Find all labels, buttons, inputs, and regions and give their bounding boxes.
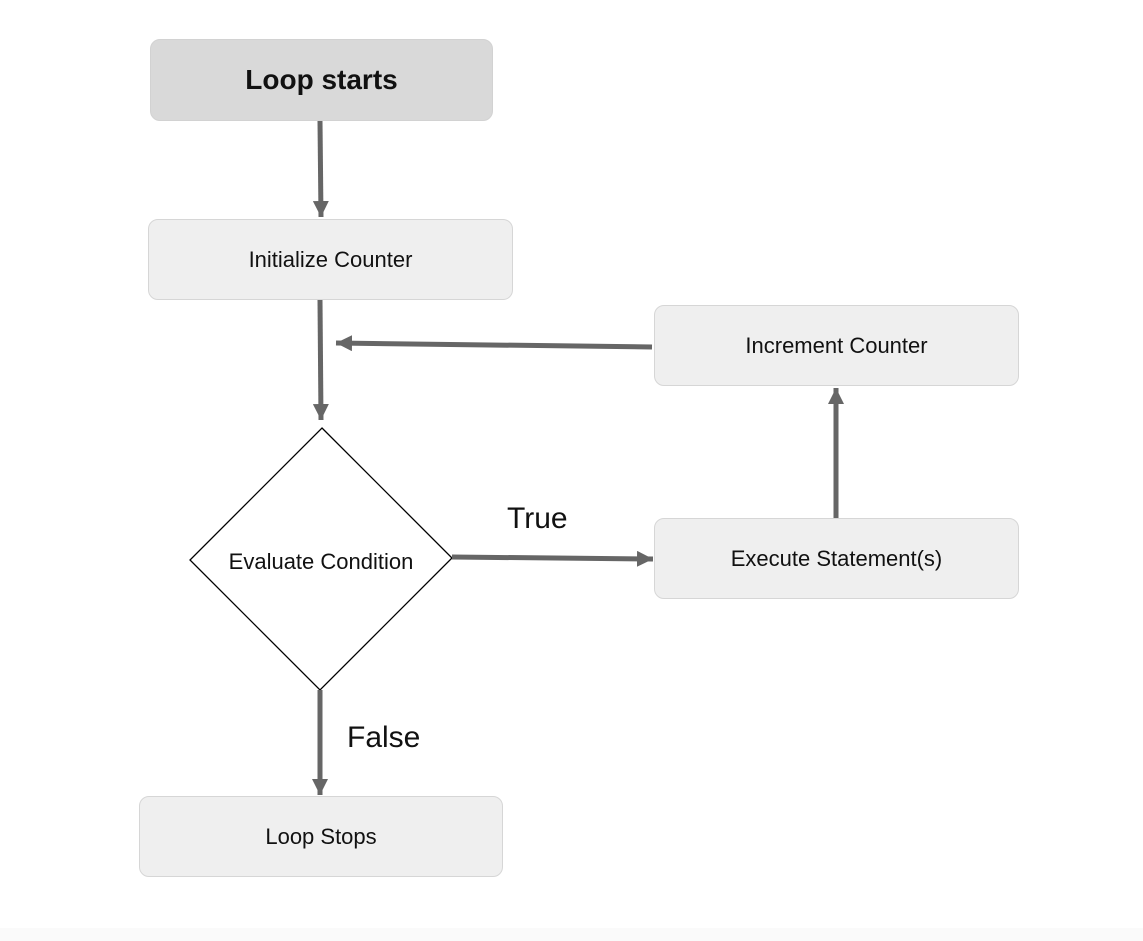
decision-label-text: Evaluate Condition — [228, 549, 414, 574]
node-loop-starts-label: Loop starts — [245, 64, 398, 95]
bottom-strip — [0, 928, 1143, 941]
arrow-start-to-initialize — [312, 120, 329, 218]
node-initialize-counter-label: Initialize Counter — [248, 246, 413, 272]
arrow-initialize-to-decision — [312, 299, 329, 421]
node-loop-stops-label: Loop Stops — [265, 823, 377, 849]
node-loop-starts: Loop starts — [150, 39, 493, 121]
node-loop-stops: Loop Stops — [139, 796, 503, 877]
arrow-decision-to-execute — [451, 550, 654, 567]
node-initialize-counter: Initialize Counter — [148, 219, 513, 300]
edge-label-true: True — [507, 502, 568, 535]
node-increment-counter-label: Increment Counter — [745, 332, 928, 358]
node-execute-statements: Execute Statement(s) — [654, 518, 1019, 599]
edge-label-false: False — [347, 721, 421, 754]
arrow-increment-to-loop — [335, 335, 653, 352]
node-increment-counter: Increment Counter — [654, 305, 1019, 386]
decision-label: Evaluate Condition — [190, 545, 452, 579]
node-execute-statements-label: Execute Statement(s) — [730, 545, 943, 571]
